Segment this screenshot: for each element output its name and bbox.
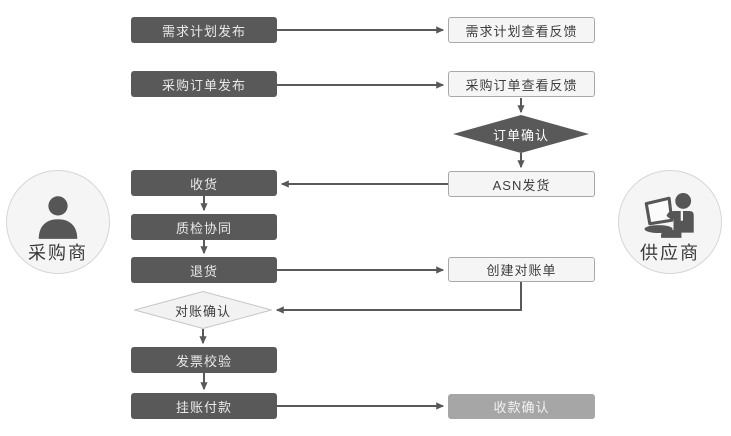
decision-statement-confirm: 对账确认 bbox=[134, 291, 272, 329]
decision-statement-confirm-label: 对账确认 bbox=[174, 303, 231, 319]
node-asn-ship: ASN发货 bbox=[448, 171, 595, 197]
decision-order-confirm: 订单确认 bbox=[453, 115, 589, 153]
actor-supplier: 供应商 bbox=[618, 170, 722, 274]
diamond-shape bbox=[134, 291, 272, 329]
decision-order-confirm-label: 订单确认 bbox=[492, 127, 549, 143]
person-icon bbox=[38, 196, 78, 239]
node-demand-plan-publish: 需求计划发布 bbox=[131, 17, 277, 43]
node-po-publish: 采购订单发布 bbox=[131, 71, 277, 97]
node-create-statement: 创建对账单 bbox=[448, 257, 595, 282]
person-laptop-icon bbox=[644, 193, 694, 238]
actor-buyer-label: 采购商 bbox=[28, 243, 88, 263]
actor-buyer: 采购商 bbox=[6, 170, 110, 274]
node-invoice-check: 发票校验 bbox=[131, 347, 277, 373]
node-receipt-confirm: 收款确认 bbox=[448, 394, 595, 419]
node-po-feedback: 采购订单查看反馈 bbox=[448, 71, 595, 97]
diamond-shape bbox=[453, 115, 589, 153]
node-return-goods: 退货 bbox=[131, 257, 277, 283]
actor-supplier-label: 供应商 bbox=[640, 243, 700, 263]
node-receive-goods: 收货 bbox=[131, 170, 277, 196]
node-quality-collab: 质检协同 bbox=[131, 214, 277, 240]
node-demand-plan-feedback: 需求计划查看反馈 bbox=[448, 17, 595, 43]
node-book-payment: 挂账付款 bbox=[131, 393, 277, 419]
